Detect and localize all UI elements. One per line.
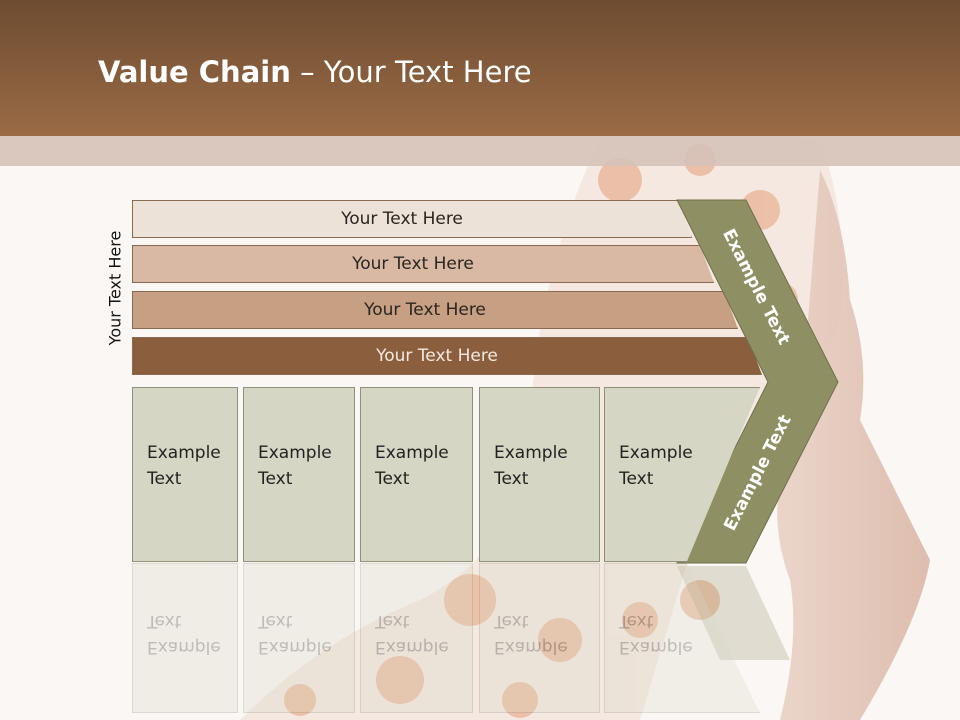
activity-box-reflection: Example Text	[243, 563, 355, 713]
header-bar	[0, 0, 960, 136]
row-label: Your Text Here	[376, 346, 498, 366]
box-text-line2: Text	[619, 469, 654, 489]
box-text-line1: Example	[619, 443, 693, 463]
title-bold: Value Chain	[98, 55, 291, 89]
box-text-line1: Example	[375, 443, 449, 463]
box-text-line1: Example	[494, 637, 568, 657]
activity-box-reflection: Example Text	[132, 563, 238, 713]
box-text-line1: Example	[494, 443, 568, 463]
box-text-line2: Text	[147, 469, 182, 489]
box-text-line2: Text	[147, 611, 182, 631]
activity-box-reflection: Example Text	[479, 563, 600, 713]
box-text-line1: Example	[258, 443, 332, 463]
row-2: Your Text Here	[132, 245, 714, 283]
box-text-line2: Text	[494, 611, 529, 631]
box-text-line1: Example	[375, 637, 449, 657]
box-text-line1: Example	[147, 637, 221, 657]
page-title: Value Chain – Your Text Here	[98, 55, 532, 89]
row-3: Your Text Here	[132, 291, 738, 329]
box-text-line2: Text	[375, 469, 410, 489]
box-text-line2: Text	[258, 469, 293, 489]
box-text-line1: Example	[147, 443, 221, 463]
title-rest: – Your Text Here	[290, 55, 532, 89]
row-label: Your Text Here	[352, 254, 474, 274]
box-text-line2: Text	[494, 469, 529, 489]
row-label: Your Text Here	[364, 300, 486, 320]
box-text-line2: Text	[258, 611, 293, 631]
header-band	[0, 136, 960, 166]
row-label: Your Text Here	[341, 209, 463, 229]
row-4: Your Text Here	[132, 337, 762, 375]
row-1: Your Text Here	[132, 200, 692, 238]
box-text-line2: Text	[375, 611, 410, 631]
box-text-line1: Example	[258, 637, 332, 657]
activity-box-reflection: Example Text	[360, 563, 473, 713]
